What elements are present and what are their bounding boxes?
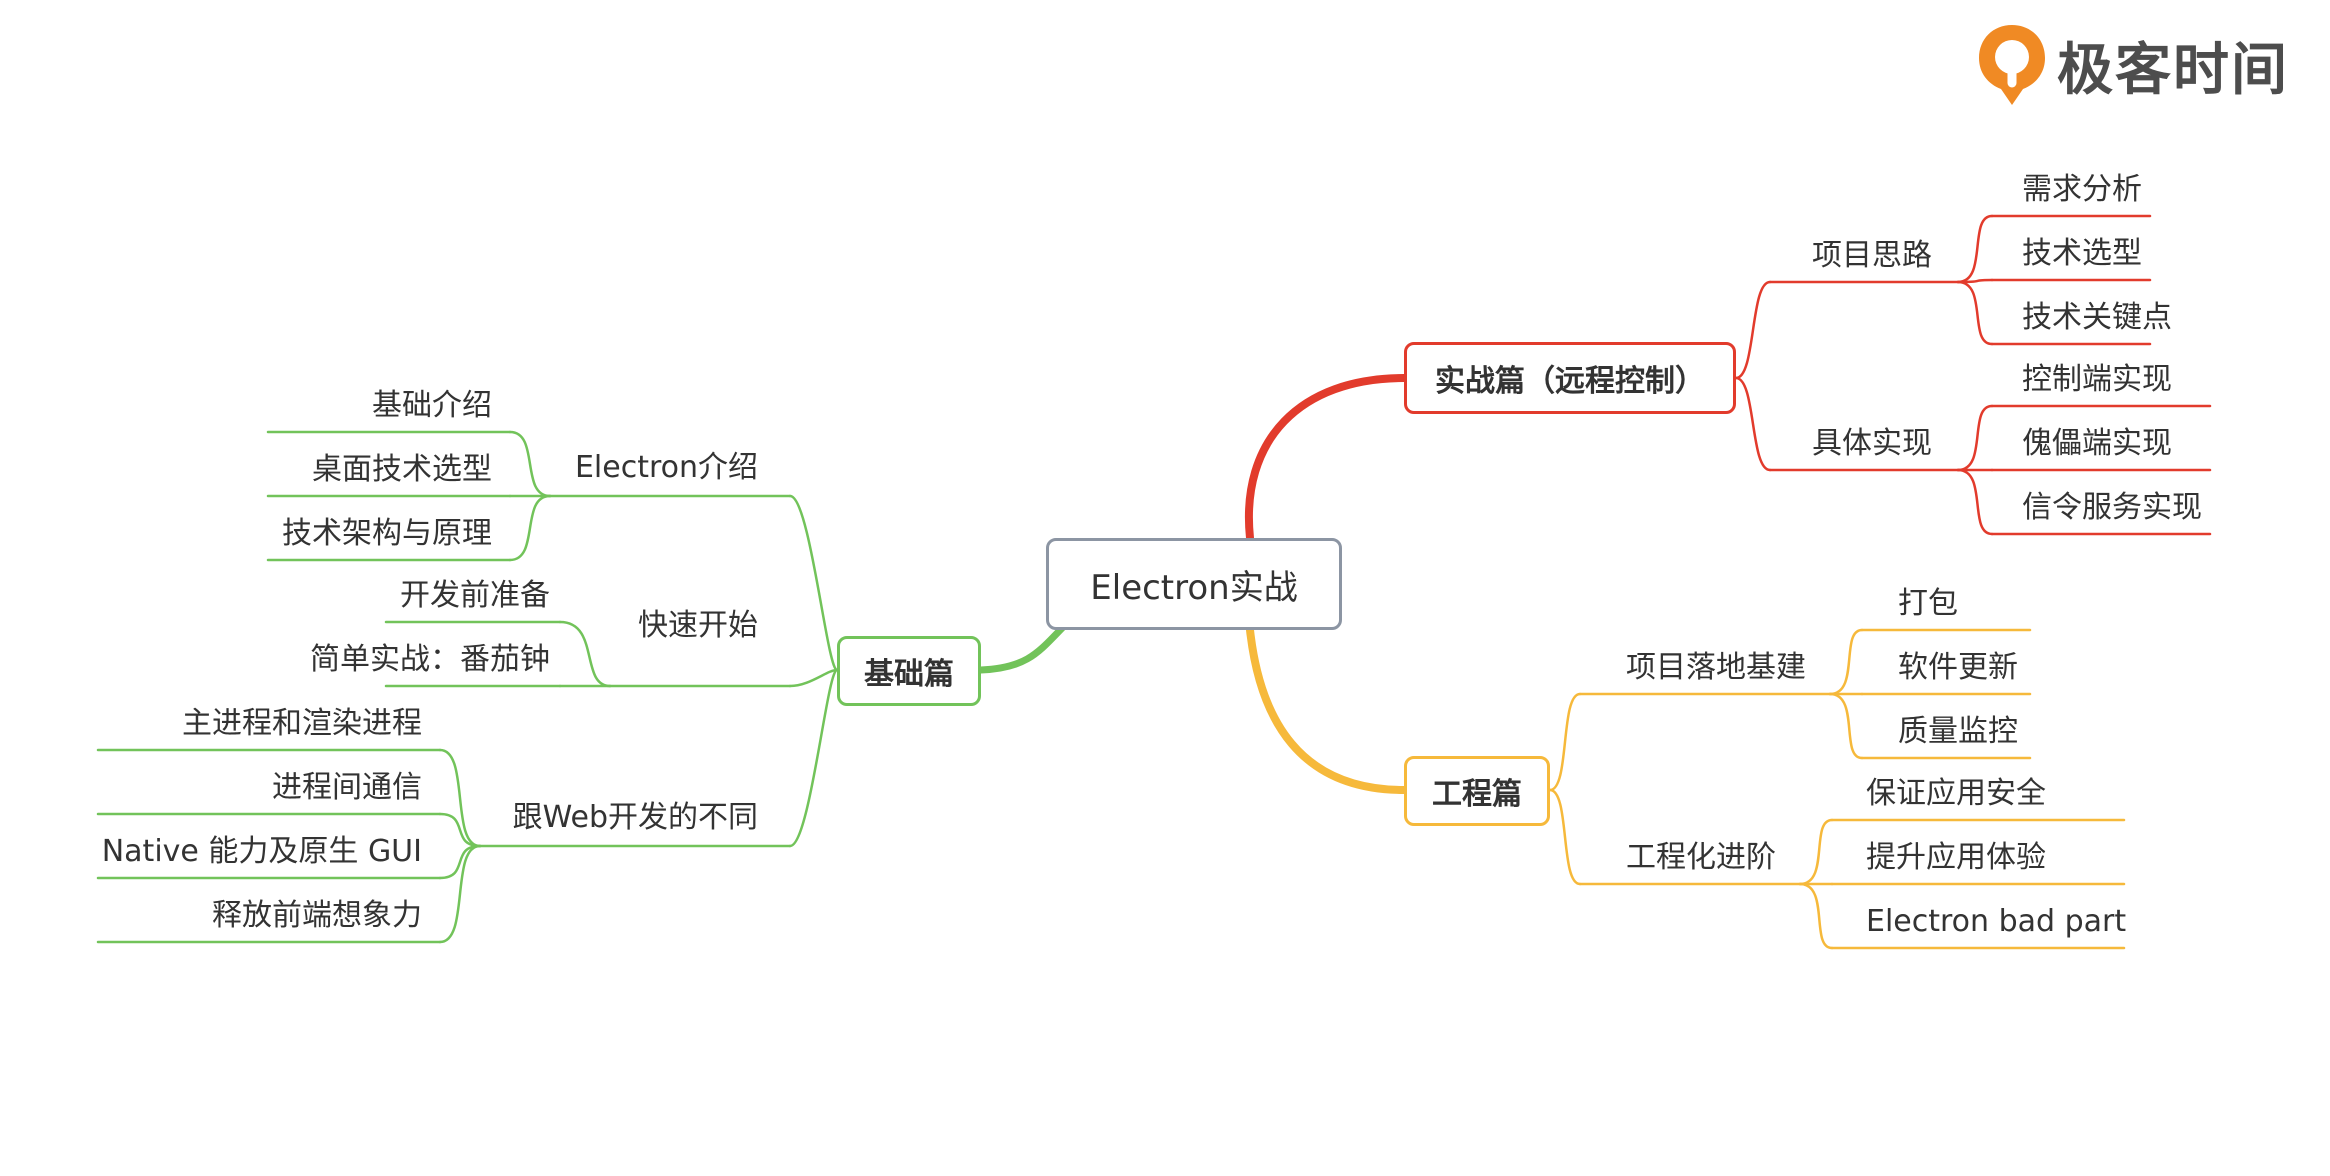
connector-impl-0 <box>1956 404 1994 472</box>
item-security[interactable]: 保证应用安全 <box>1866 776 2046 811</box>
group-infrastructure[interactable]: 项目落地基建 <box>1626 650 1806 685</box>
item-architecture[interactable]: 技术架构与原理 <box>282 516 492 551</box>
connector-basic-webdiff <box>788 668 839 848</box>
connector-impl <box>1734 376 1772 472</box>
brand-logo: 极客时间 <box>1975 20 2289 110</box>
connector-adv-0 <box>1798 818 1834 886</box>
item-packaging[interactable]: 打包 <box>1898 586 1958 621</box>
item-signaling[interactable]: 信令服务实现 <box>2022 490 2202 525</box>
item-experience[interactable]: 提升应用体验 <box>1866 840 2046 875</box>
brand-name: 极客时间 <box>2057 37 2289 103</box>
item-key-points[interactable]: 技术关键点 <box>2022 300 2172 335</box>
connector-basic-quick <box>788 668 839 688</box>
group-implementation[interactable]: 具体实现 <box>1812 426 1932 461</box>
item-basic-intro[interactable]: 基础介绍 <box>372 388 492 423</box>
connector-webdiff-0 <box>438 748 482 848</box>
connector-webdiff-3 <box>438 844 482 944</box>
item-tech-selection[interactable]: 技术选型 <box>2022 236 2142 271</box>
branch-practice[interactable]: 实战篇（远程控制） <box>1404 342 1736 414</box>
connector-root-practice <box>1244 374 1408 542</box>
connector-adv-2 <box>1798 882 1834 950</box>
connector-webdiff-1 <box>438 812 482 848</box>
branch-engineering[interactable]: 工程篇 <box>1404 756 1550 826</box>
group-web-diff[interactable]: 跟Web开发的不同 <box>512 800 758 835</box>
connector-quick-0 <box>558 620 612 688</box>
connector-impl-2 <box>1956 468 1994 536</box>
item-ipc[interactable]: 进程间通信 <box>272 770 422 805</box>
item-imagination[interactable]: 释放前端想象力 <box>212 898 422 933</box>
item-native-gui[interactable]: Native 能力及原生 GUI <box>101 834 422 869</box>
item-requirements[interactable]: 需求分析 <box>2022 172 2142 207</box>
connector-idea-1 <box>1956 278 1994 284</box>
group-quick-start[interactable]: 快速开始 <box>638 608 758 643</box>
item-desktop-tech[interactable]: 桌面技术选型 <box>312 452 492 487</box>
item-bad-part[interactable]: Electron bad part <box>1866 904 2127 939</box>
group-project-idea[interactable]: 项目思路 <box>1812 238 1932 273</box>
branch-basic[interactable]: 基础篇 <box>837 636 981 706</box>
connector-intro-2 <box>508 494 552 562</box>
item-monitoring[interactable]: 质量监控 <box>1898 714 2018 749</box>
connector-infra <box>1548 692 1582 792</box>
root-node[interactable]: Electron实战 <box>1046 538 1342 630</box>
connector-adv <box>1548 788 1582 886</box>
connector-infra-2 <box>1828 692 1864 760</box>
connector-root-basic <box>977 618 1072 674</box>
item-pomodoro[interactable]: 简单实战：番茄钟 <box>310 642 550 677</box>
connector-root-engineering <box>1246 626 1408 794</box>
connector-idea-0 <box>1956 214 1994 284</box>
item-controller[interactable]: 控制端实现 <box>2022 362 2172 397</box>
group-electron-intro[interactable]: Electron介绍 <box>574 450 758 485</box>
connector-basic-intro <box>788 494 839 672</box>
item-preparation[interactable]: 开发前准备 <box>400 578 550 613</box>
group-advanced[interactable]: 工程化进阶 <box>1626 840 1776 875</box>
item-puppet[interactable]: 傀儡端实现 <box>2022 426 2172 461</box>
connector-infra-0 <box>1828 628 1864 696</box>
connector-webdiff-2 <box>438 844 482 880</box>
item-update[interactable]: 软件更新 <box>1898 650 2018 685</box>
connector-idea-2 <box>1956 280 1994 346</box>
item-main-renderer[interactable]: 主进程和渲染进程 <box>182 706 422 741</box>
connector-intro-0 <box>508 430 552 498</box>
connector-idea <box>1734 280 1772 380</box>
geektime-logo-icon <box>1979 25 2045 105</box>
